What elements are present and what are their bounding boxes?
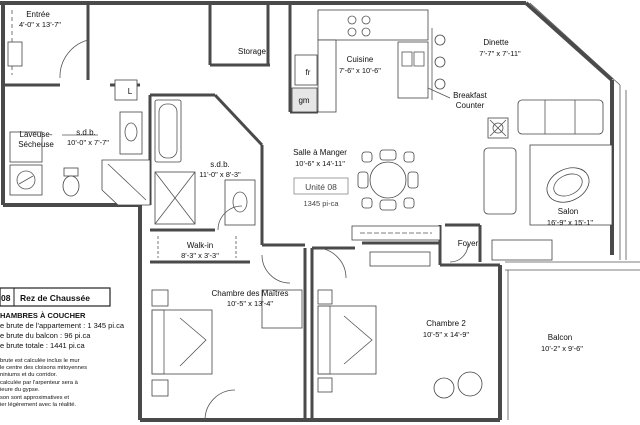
- room-dim-cuisine: 7'-6" x 10'-6": [339, 66, 381, 75]
- legend-box: [0, 287, 111, 307]
- legend-line-apartment: e brute de l'appartement : 1 345 pi.ca: [0, 321, 125, 330]
- legend-note-4: calculée par l'arpenteur sera à: [0, 380, 79, 386]
- room-name-maitres: Chambre des Maîtres: [212, 289, 289, 298]
- bedroom2-furniture: [315, 243, 483, 399]
- legend-note-7: ier légèrement avec la réalité.: [0, 402, 76, 408]
- room-dim-sdb1: 10'-0" x 7'-7": [67, 138, 109, 147]
- legend-note-5: ieure du gypse.: [0, 387, 40, 393]
- legend-note-3: niniums et du corridor.: [0, 372, 57, 378]
- room-name-walkin: Walk-in: [187, 241, 213, 250]
- room-dim-maitres: 10'-5" x 13'-4": [227, 299, 273, 308]
- breakfast-counter-line1: Breakfast: [453, 91, 488, 100]
- room-labels: Entrée 4'-0" x 13'-7" Storage Cuisine 7'…: [18, 10, 593, 353]
- dining-furniture: [351, 149, 441, 241]
- exterior-walls: [0, 1, 614, 422]
- room-name-salon: Salon: [558, 207, 578, 216]
- interior-walls: [3, 3, 500, 420]
- entry-area-fixtures: [7, 10, 151, 206]
- legend-line-total: e brute totale : 1441 pi.ca: [0, 341, 85, 350]
- room-name-storage: Storage: [238, 47, 267, 56]
- room-dim-balcon: 10'-2" x 9'-6": [541, 344, 583, 353]
- unit-area: 1345 pi-ca: [303, 199, 339, 208]
- laundry-line1: Laveuse-: [20, 130, 53, 139]
- room-name-sdb2: s.d.b.: [210, 160, 230, 169]
- laundry-line2: Sécheuse: [18, 140, 54, 149]
- legend-line-balcony: e brute du balcon : 96 pi.ca: [0, 331, 91, 340]
- legend-unit-number: 08: [1, 293, 11, 303]
- room-name-balcon: Balcon: [548, 333, 572, 342]
- legend-note-2: le centre des cloisons mitoyennes: [0, 365, 87, 371]
- breakfast-counter-line2: Counter: [456, 101, 485, 110]
- room-label-gm: gm: [298, 96, 309, 105]
- room-label-l: L: [128, 87, 133, 96]
- room-name-cuisine: Cuisine: [347, 55, 374, 64]
- room-dim-entree: 4'-0" x 13'-7": [19, 20, 61, 29]
- legend-note-1: brute est calculée inclus le mur: [0, 358, 80, 364]
- exterior-glazing: [505, 2, 640, 420]
- legend-floor-title: Rez de Chaussée: [20, 293, 90, 303]
- room-label-fr: fr: [306, 68, 311, 77]
- master-bedroom-furniture: [151, 289, 303, 421]
- room-name-salle: Salle à Manger: [293, 148, 347, 157]
- legend-subtitle: HAMBRES À COUCHER: [0, 311, 86, 320]
- legend-note-6: son sont approximatives et: [0, 395, 69, 401]
- room-name-sdb1: s.d.b.: [76, 128, 96, 137]
- room-name-dinette: Dinette: [483, 38, 509, 47]
- room-dim-salle: 10'-6" x 14'-11": [295, 159, 345, 168]
- living-furniture: [483, 99, 613, 261]
- unit-number: Unité 08: [305, 182, 337, 192]
- room-dim-dinette: 7'-7" x 7'-11": [479, 49, 521, 58]
- room-dim-salon: 16'-9" x 15'-1": [547, 218, 593, 227]
- room-name-foyer: Foyer: [458, 239, 479, 248]
- room-dim-sdb2: 11'-0" x 8'-3": [199, 170, 241, 179]
- kitchen-fixtures: [291, 9, 451, 113]
- room-name-chambre2: Chambre 2: [426, 319, 466, 328]
- room-dim-chambre2: 10'-5" x 14'-9": [423, 330, 469, 339]
- bathroom2-fixtures: [154, 99, 291, 284]
- legend-text: 08 Rez de Chaussée HAMBRES À COUCHER e b…: [0, 293, 125, 408]
- room-dim-walkin: 8'-3" x 3'-3": [181, 251, 219, 260]
- room-name-entree: Entrée: [26, 10, 50, 19]
